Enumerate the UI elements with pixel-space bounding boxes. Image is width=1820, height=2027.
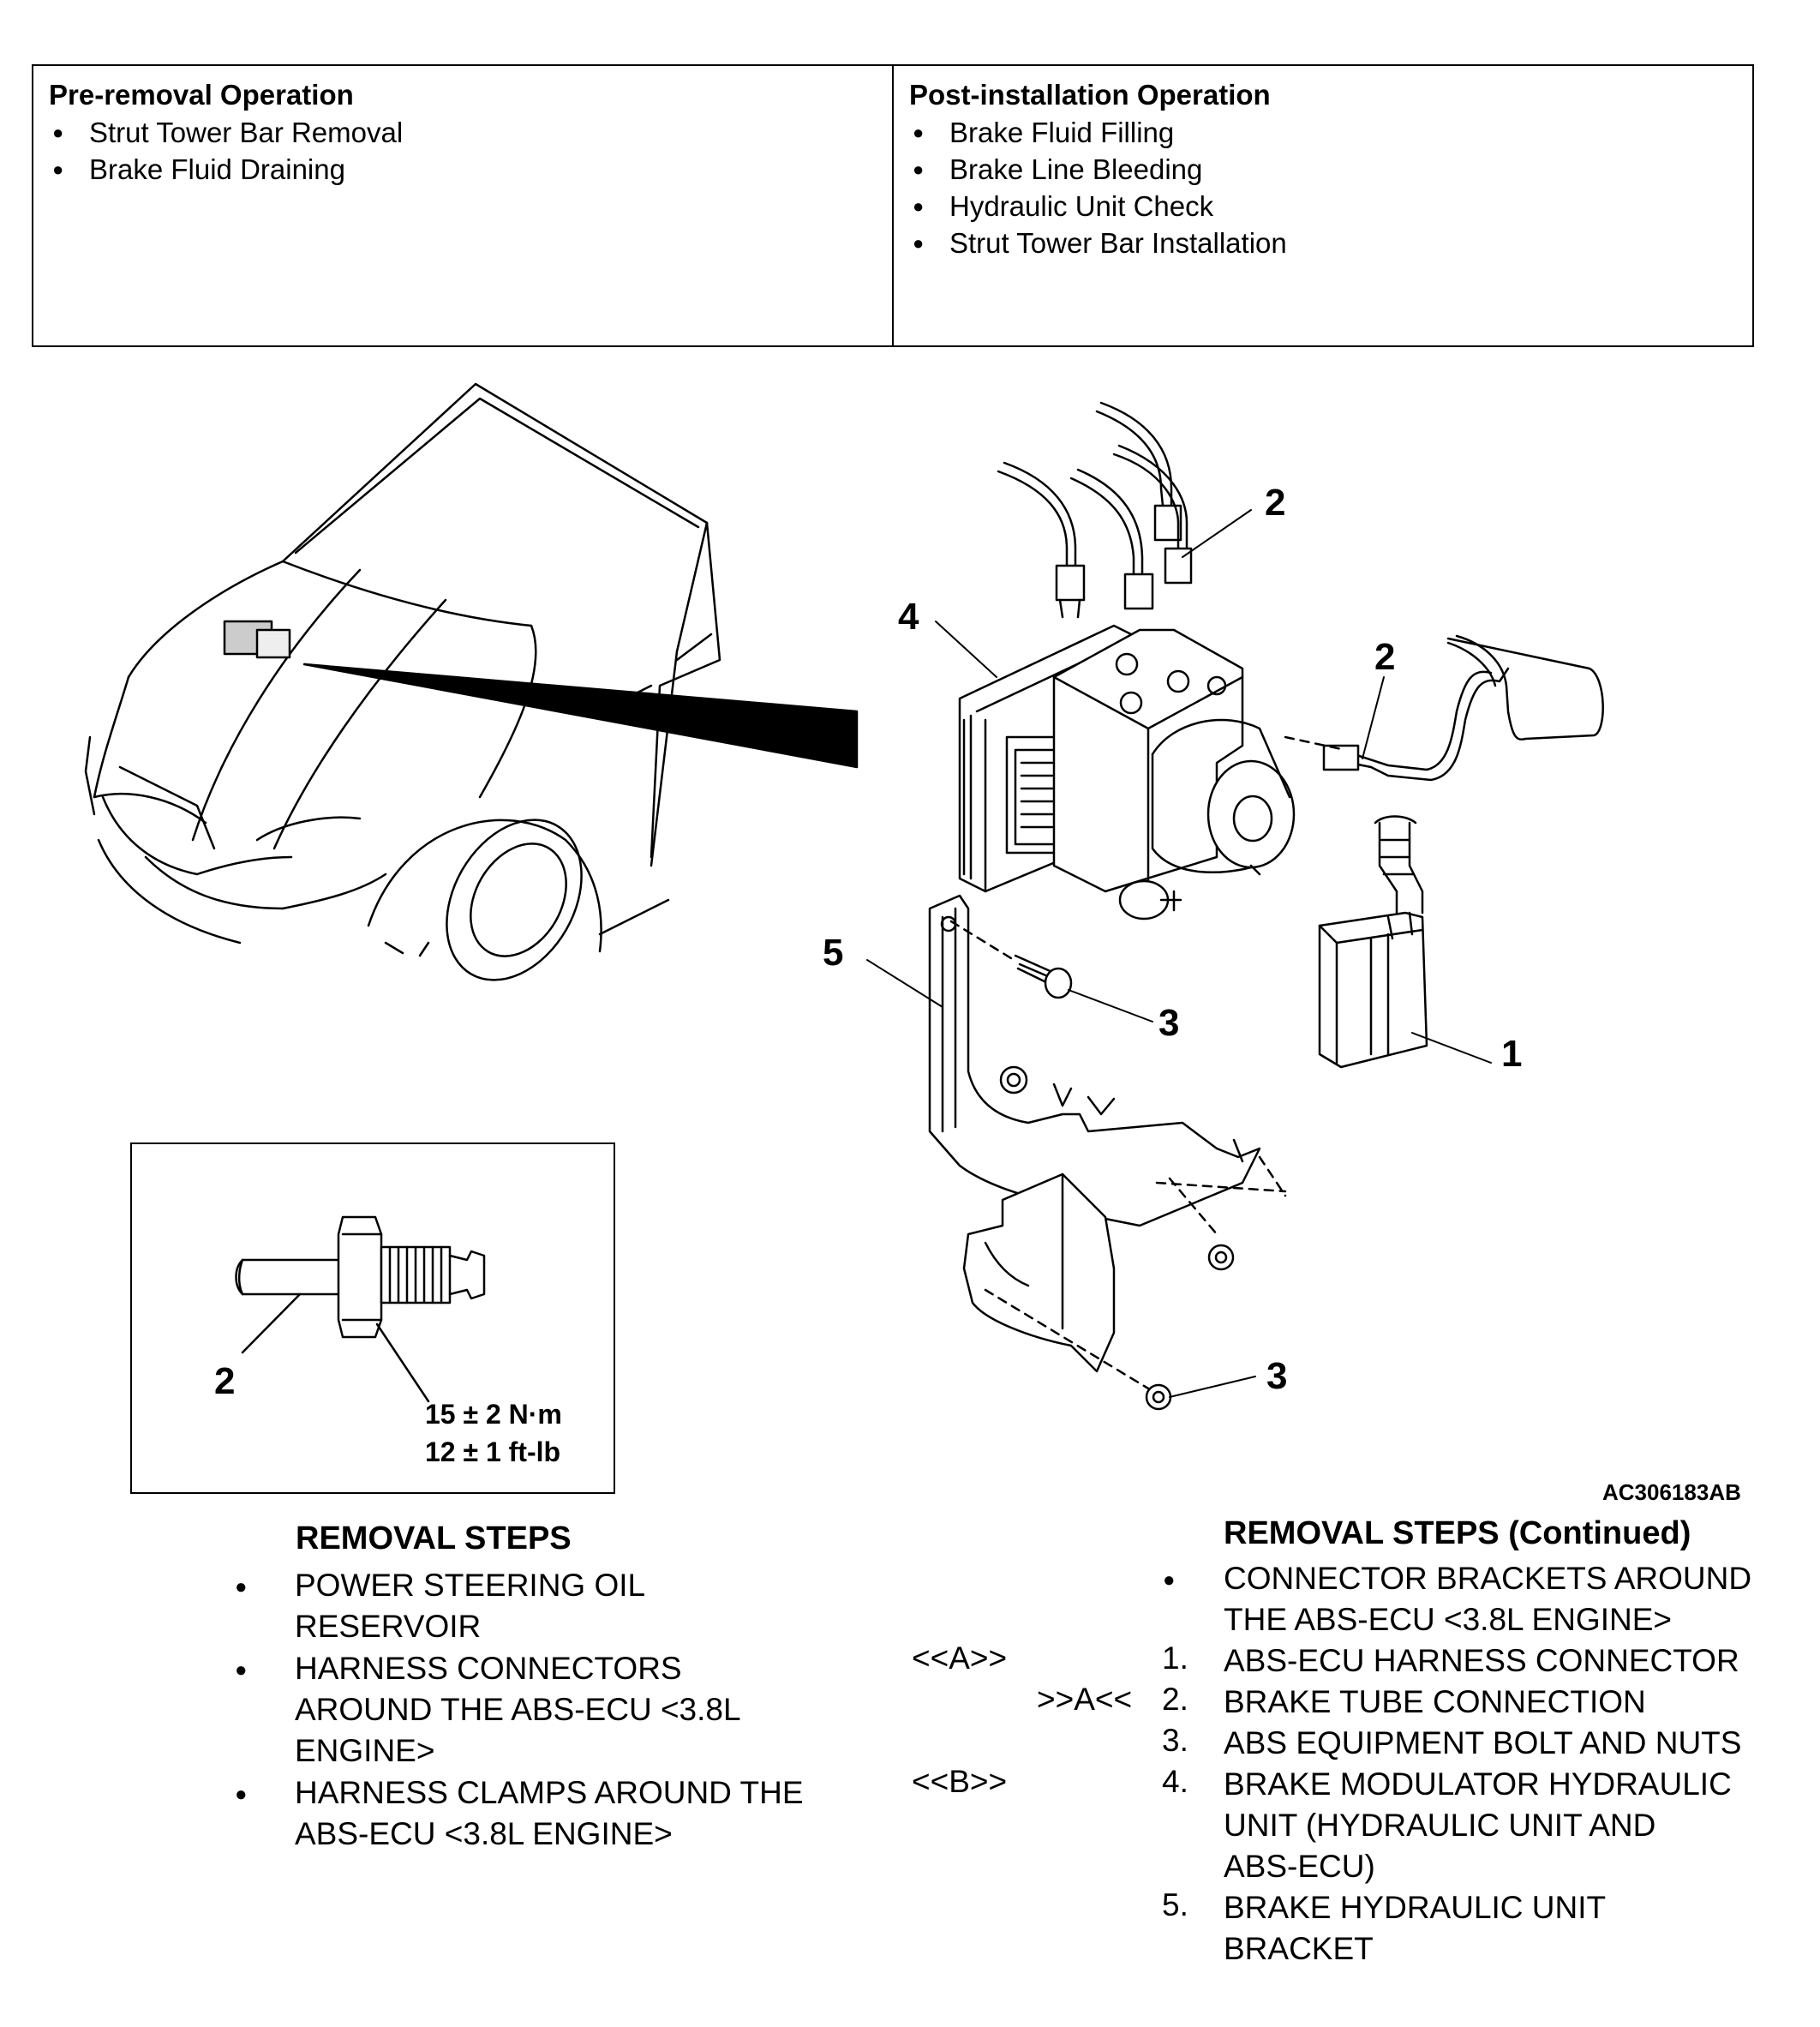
- list-item: Strut Tower Bar Removal: [49, 114, 877, 151]
- removal-step-bullet-2a: HARNESS CONNECTORS: [295, 1651, 682, 1686]
- removal-steps-title: REMOVAL STEPS: [296, 1520, 572, 1556]
- post-installation-column: Post-installation Operation Brake Fluid …: [892, 66, 1752, 345]
- torque-nm: 15 ± 2 N·m: [425, 1399, 562, 1430]
- list-item: Brake Line Bleeding: [909, 151, 1737, 188]
- callout-4: 4: [898, 596, 919, 638]
- list-item: Brake Fluid Filling: [909, 114, 1737, 151]
- continued-bullet-a: CONNECTOR BRACKETS AROUND: [1224, 1561, 1752, 1596]
- step-5-text-a: BRAKE HYDRAULIC UNIT: [1224, 1890, 1607, 1925]
- vehicle-outline: [84, 382, 721, 981]
- callout-3-upper: 3: [1158, 1002, 1180, 1044]
- callout-2-upper: 2: [1265, 482, 1286, 524]
- step-4-text-b: UNIT (HYDRAULIC UNIT AND: [1224, 1808, 1656, 1843]
- step-1-text: ABS-ECU HARNESS CONNECTOR: [1224, 1643, 1739, 1678]
- removal-step-bullet-1a: POWER STEERING OIL: [295, 1568, 646, 1603]
- step-4-text-a: BRAKE MODULATOR HYDRAULIC: [1224, 1766, 1732, 1802]
- inset-fitting: [235, 1215, 486, 1403]
- post-installation-title: Post-installation Operation: [909, 79, 1271, 111]
- abs-unit-illustration: [84, 382, 1604, 1411]
- step-2-text: BRAKE TUBE CONNECTION: [1224, 1684, 1646, 1719]
- harness-connector: [1318, 815, 1428, 1069]
- inset-callout-2: 2: [214, 1360, 236, 1402]
- removal-step-bullet-2c: ENGINE>: [295, 1733, 435, 1768]
- removal-procedure-mark-b: <<B>>: [912, 1764, 1008, 1799]
- callout-5: 5: [823, 932, 844, 974]
- pre-removal-title: Pre-removal Operation: [49, 79, 354, 111]
- removal-step-bullet-3a: HARNESS CLAMPS AROUND THE: [295, 1775, 804, 1810]
- bolts-and-nuts: [949, 735, 1347, 1411]
- step-number: 1.: [1162, 1640, 1188, 1676]
- removal-steps-continued-title: REMOVAL STEPS (Continued): [1224, 1515, 1691, 1551]
- brake-tubes: [997, 401, 1604, 782]
- step-number: 3.: [1162, 1723, 1188, 1758]
- torque-inset: [130, 1142, 615, 1494]
- bracket: [928, 894, 1261, 1373]
- list-item: Brake Fluid Draining: [49, 151, 877, 188]
- bullet: ●: [235, 1783, 248, 1806]
- step-5-text-b: BRACKET: [1224, 1931, 1374, 1966]
- step-number: 4.: [1162, 1764, 1188, 1799]
- leader-lines: [866, 509, 1492, 1398]
- callout-2-right: 2: [1374, 636, 1396, 678]
- pre-removal-column: Pre-removal Operation Strut Tower Bar Re…: [33, 66, 892, 345]
- hydraulic-unit: [958, 624, 1296, 921]
- installation-procedure-mark-a: >>A<<: [1037, 1682, 1133, 1717]
- step-number: 2.: [1162, 1682, 1188, 1717]
- step-number: 5.: [1162, 1887, 1188, 1922]
- removal-step-bullet-3b: ABS-ECU <3.8L ENGINE>: [295, 1816, 673, 1851]
- pre-removal-list: Strut Tower Bar Removal Brake Fluid Drai…: [49, 114, 877, 188]
- bullet: ●: [1163, 1568, 1176, 1592]
- operation-table: Pre-removal Operation Strut Tower Bar Re…: [32, 64, 1754, 347]
- removal-procedure-mark-a: <<A>>: [912, 1640, 1008, 1676]
- step-4-text-c: ABS-ECU): [1224, 1849, 1375, 1884]
- callout-3-lower: 3: [1266, 1355, 1288, 1397]
- locator-wedge: [302, 663, 859, 769]
- step-3-text: ABS EQUIPMENT BOLT AND NUTS: [1224, 1725, 1742, 1760]
- list-item: Strut Tower Bar Installation: [909, 225, 1737, 261]
- post-installation-list: Brake Fluid Filling Brake Line Bleeding …: [909, 114, 1737, 261]
- bullet: ●: [235, 1658, 248, 1682]
- callout-1: 1: [1501, 1033, 1523, 1075]
- torque-ftlb: 12 ± 1 ft-lb: [425, 1436, 561, 1467]
- bullet: ●: [235, 1575, 248, 1598]
- removal-step-bullet-1b: RESERVOIR: [295, 1609, 482, 1644]
- artwork-code: AC306183AB: [1602, 1479, 1741, 1505]
- list-item: Hydraulic Unit Check: [909, 188, 1737, 225]
- removal-step-bullet-2b: AROUND THE ABS-ECU <3.8L: [295, 1692, 741, 1727]
- continued-bullet-b: THE ABS-ECU <3.8L ENGINE>: [1224, 1602, 1672, 1637]
